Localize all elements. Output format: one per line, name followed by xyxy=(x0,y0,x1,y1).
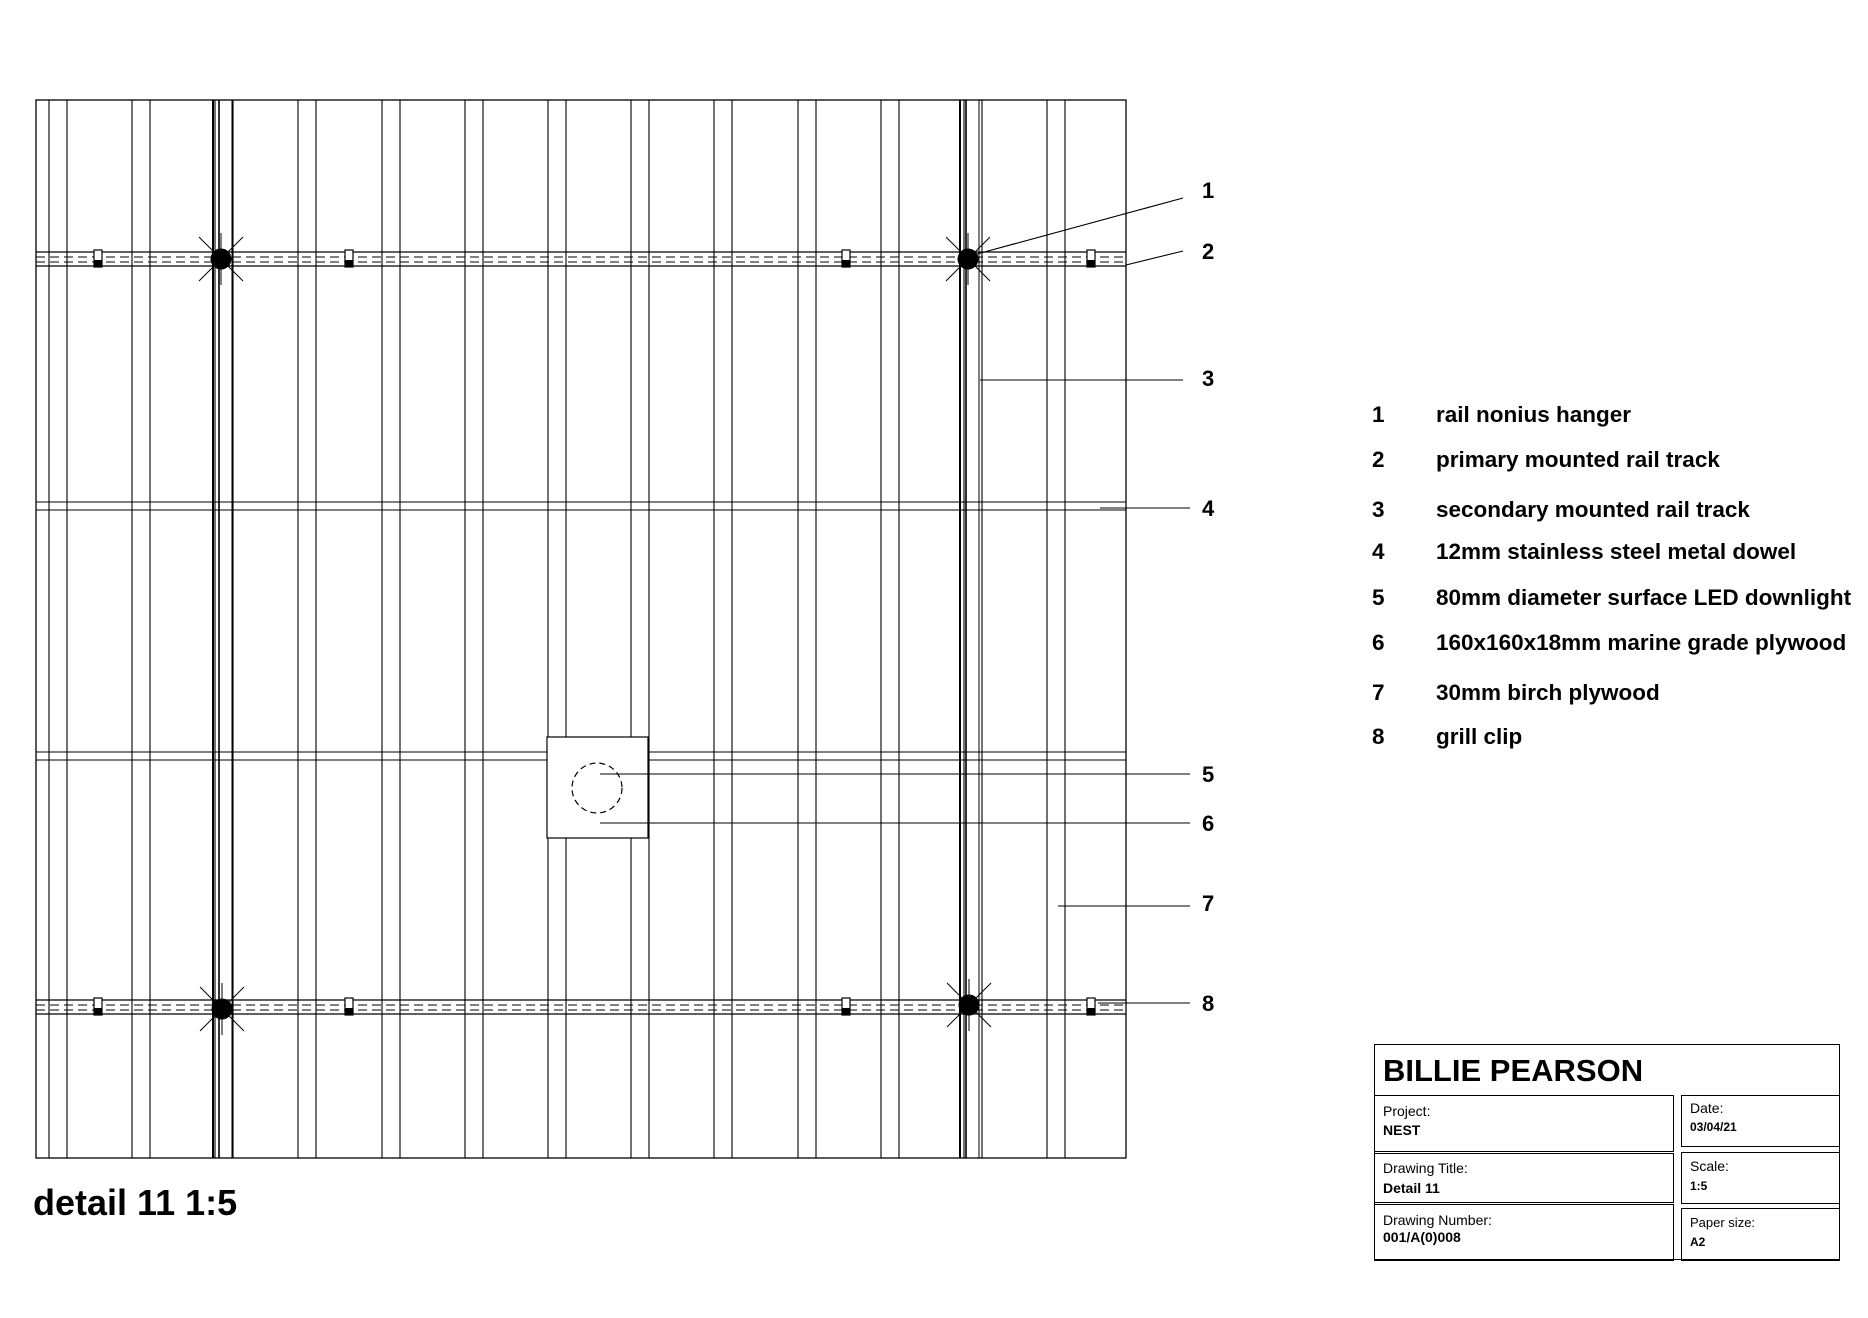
designer-name: BILLIE PEARSON xyxy=(1383,1053,1644,1088)
leader-line xyxy=(976,197,1184,255)
hanger-circle xyxy=(210,248,232,270)
legend-number: 2 xyxy=(1372,447,1385,472)
legend-text: 80mm diameter surface LED downlight xyxy=(1436,585,1852,610)
legend-text: 12mm stainless steel metal dowel xyxy=(1436,539,1797,564)
rail-tracks xyxy=(36,251,1126,1015)
grill-clip-fill xyxy=(345,260,353,267)
hanger-circle xyxy=(211,998,233,1020)
callout-number: 5 xyxy=(1202,762,1214,787)
grill-clip-fill xyxy=(345,1008,353,1015)
legend-number: 1 xyxy=(1372,402,1385,427)
paper-size-cell: Paper size: A2 xyxy=(1681,1208,1840,1261)
drawing-number-label: Drawing Number: xyxy=(1383,1212,1492,1228)
hanger-circle xyxy=(957,248,979,270)
legend-number: 3 xyxy=(1372,497,1385,522)
paper-size-label: Paper size: xyxy=(1690,1215,1756,1230)
callout-number: 3 xyxy=(1202,366,1214,391)
grill-clip-fill xyxy=(842,1008,850,1015)
legend-number: 5 xyxy=(1372,585,1385,610)
scale-value: 1:5 xyxy=(1690,1179,1708,1193)
legend-number: 4 xyxy=(1372,539,1385,564)
ceiling-boundary xyxy=(35,99,1127,1159)
scale-cell: Scale: 1:5 xyxy=(1681,1152,1840,1204)
hanger-circle xyxy=(958,994,980,1016)
callout-number: 2 xyxy=(1202,239,1214,264)
legend-number: 8 xyxy=(1372,724,1385,749)
grill-clips xyxy=(93,249,1096,1016)
legend-text: 30mm birch plywood xyxy=(1436,680,1660,705)
callout-number: 8 xyxy=(1202,991,1214,1016)
legend-number: 7 xyxy=(1372,680,1385,705)
legend-number: 6 xyxy=(1372,630,1385,655)
project-cell: Project: NEST xyxy=(1374,1095,1674,1152)
callout-number: 6 xyxy=(1202,811,1214,836)
drawing-title-cell: Drawing Title: Detail 11 xyxy=(1374,1153,1674,1203)
legend-text: rail nonius hanger xyxy=(1436,402,1632,427)
callout-leaders xyxy=(600,197,1190,1004)
paper-size-value: A2 xyxy=(1690,1235,1706,1249)
project-value: NEST xyxy=(1383,1122,1421,1138)
led-downlight xyxy=(571,762,623,814)
legend-text: primary mounted rail track xyxy=(1436,447,1720,472)
date-label: Date: xyxy=(1690,1100,1724,1116)
date-cell: Date: 03/04/21 xyxy=(1681,1095,1840,1147)
grill-clip-fill xyxy=(94,260,102,267)
drawing-number-cell: Drawing Number: 001/A(0)008 xyxy=(1374,1204,1674,1261)
callout-number: 4 xyxy=(1202,496,1215,521)
scale-label: Scale: xyxy=(1690,1158,1729,1174)
legend-text: grill clip xyxy=(1436,724,1523,749)
leader-line xyxy=(1125,250,1184,266)
callout-number: 7 xyxy=(1202,891,1214,916)
title-block: BILLIE PEARSON Project: NEST Drawing Tit… xyxy=(1374,1044,1840,1261)
grill-clip-fill xyxy=(94,1008,102,1015)
drawing-title-label: Drawing Title: xyxy=(1383,1160,1468,1176)
grill-clip-fill xyxy=(842,260,850,267)
date-value: 03/04/21 xyxy=(1690,1120,1737,1134)
metal-dowels xyxy=(36,501,1126,761)
legend-text: 160x160x18mm marine grade plywood xyxy=(1436,630,1847,655)
callout-number: 1 xyxy=(1202,178,1214,203)
drawing-title-value: Detail 11 xyxy=(1383,1180,1440,1196)
grill-clip-fill xyxy=(1087,260,1095,267)
plywood-plate xyxy=(546,736,649,839)
led-downlight-plate xyxy=(546,736,649,839)
callout-labels: 1 2 3 4 5 6 7 8 xyxy=(1202,178,1215,1016)
birch-plywood-slats xyxy=(35,99,1127,1159)
drawing-number-value: 001/A(0)008 xyxy=(1383,1229,1461,1245)
legend-text: secondary mounted rail track xyxy=(1436,497,1750,522)
grill-clip-fill xyxy=(1087,1008,1095,1015)
rail-nonius-hangers xyxy=(198,233,992,1035)
project-label: Project: xyxy=(1383,1103,1431,1119)
detail-title: detail 11 1:5 xyxy=(33,1182,238,1223)
